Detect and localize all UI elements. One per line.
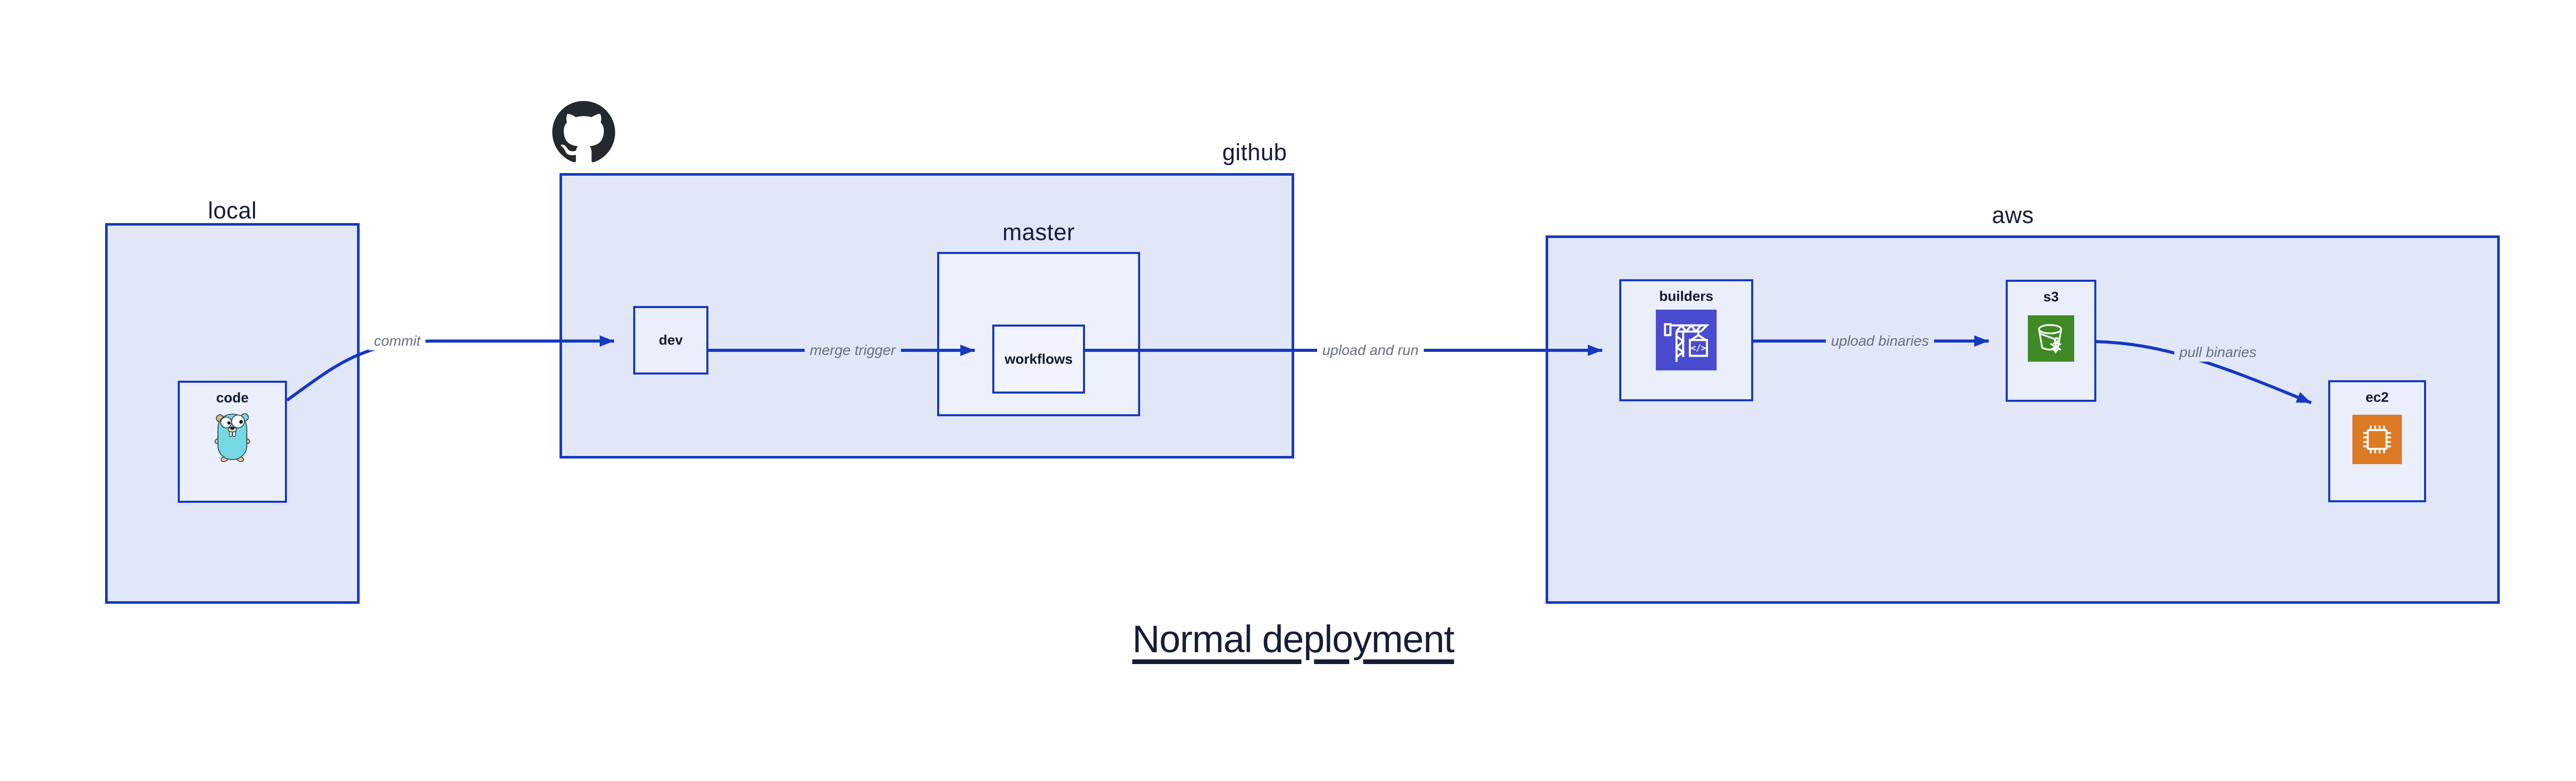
node-label-code: code: [216, 390, 249, 405]
github-logo-icon: [552, 101, 615, 162]
diagram-title: Normal deployment: [1132, 618, 1455, 660]
node-workflows: workflows: [992, 325, 1085, 394]
node-code: code: [178, 381, 287, 503]
svg-text:</>: </>: [1691, 343, 1706, 353]
node-label-ec2: ec2: [2365, 389, 2389, 405]
edge-label-upload-binaries: upload binaries: [1826, 332, 1934, 350]
aws-s3-glacier-bucket-icon: [2028, 315, 2074, 362]
group-label-aws: aws: [1992, 202, 2034, 228]
edge-label-commit: commit: [368, 332, 426, 350]
node-ec2: ec2: [2328, 380, 2426, 502]
edge-label-merge-trigger: merge trigger: [804, 341, 901, 360]
edge-label-upload-and-run: upload and run: [1317, 341, 1424, 360]
group-label-github: github: [1222, 139, 1287, 165]
node-builders: builders </>: [1619, 279, 1753, 401]
group-label-local: local: [208, 197, 257, 224]
node-label-dev: dev: [658, 332, 683, 348]
group-label-master: master: [1002, 219, 1075, 245]
edge-label-pull-binaries: pull binaries: [2174, 343, 2262, 362]
aws-codebuild-icon: </>: [1656, 310, 1717, 370]
node-label-workflows: workflows: [1004, 351, 1073, 367]
go-gopher-icon: [214, 413, 250, 462]
node-s3: s3: [2006, 280, 2096, 402]
aws-ec2-chip-icon: [2352, 415, 2402, 464]
node-label-builders: builders: [1659, 288, 1714, 304]
node-label-s3: s3: [2043, 289, 2059, 304]
node-dev: dev: [633, 306, 708, 375]
